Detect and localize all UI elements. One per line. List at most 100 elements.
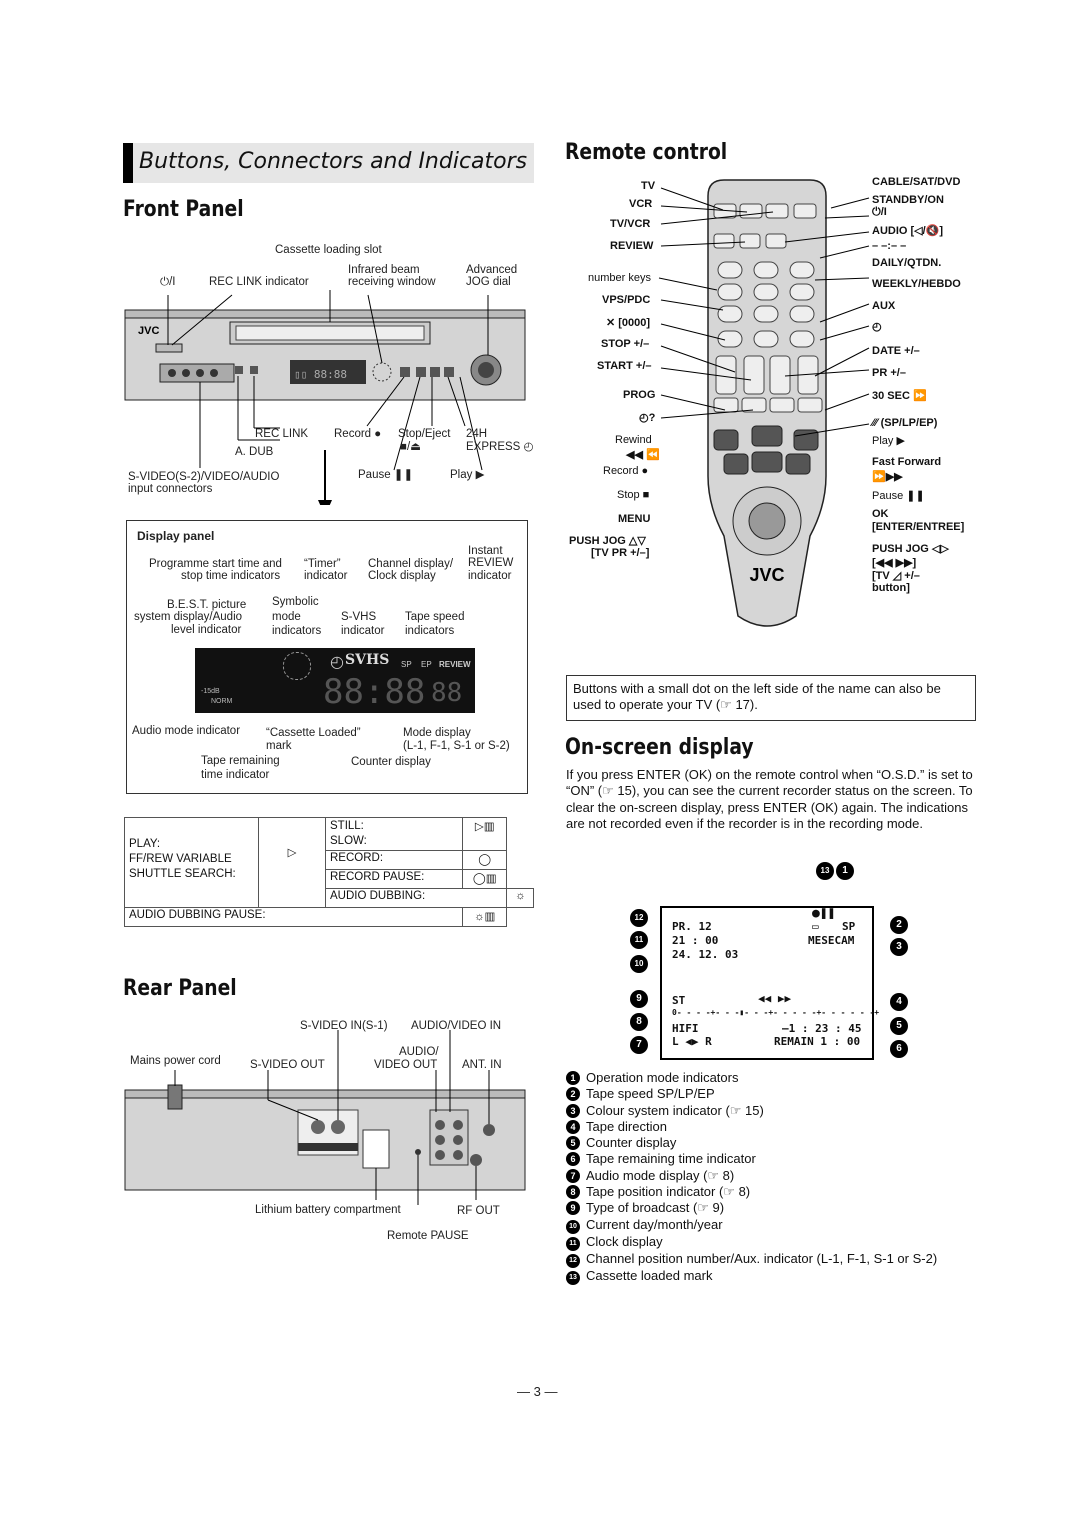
remote-note-box: Buttons with a small dot on the left sid… (566, 675, 976, 721)
mode-play: PLAY: (129, 838, 161, 850)
dp-channel-1: Channel display/ (368, 558, 454, 570)
dp-mode-2: (L-1, F-1, S-1 or S-2) (403, 740, 510, 752)
lcd-sp: SP (401, 660, 412, 669)
lcd-ep: EP (421, 660, 432, 669)
remote-label-dash: – –:– – (872, 240, 907, 252)
remote-label-enter: [ENTER/ENTREE] (872, 521, 965, 533)
callout-10: 10 (630, 955, 648, 973)
dp-cassette-2: mark (266, 740, 292, 752)
remote-label-prog: PROG (623, 389, 656, 401)
lcd-symbolic-icon (283, 652, 311, 680)
osd-clock: 21 : 00 (672, 934, 719, 947)
mode-cell-record-pause-icon: ◯▥ (461, 869, 508, 889)
rear-rf-out: RF OUT (457, 1205, 500, 1217)
onscreen-title: On-screen display (565, 735, 754, 760)
mode-audio-dubbing: AUDIO DUBBING: (330, 890, 426, 902)
dp-tape-2: indicators (405, 625, 455, 637)
osd-st: ST (672, 994, 686, 1007)
remote-label-rewind-icon: ◀◀ ⏪ (626, 449, 660, 461)
remote-label-cable: CABLE/SAT/DVD (872, 176, 961, 188)
dp-remain-2: time indicator (201, 769, 270, 781)
rear-av-in: AUDIO/VIDEO IN (411, 1020, 502, 1032)
remote-label-daily: DAILY/QTDN. (872, 257, 942, 269)
remote-label-menu: MENU (618, 513, 651, 525)
remote-note: Buttons with a small dot on the left sid… (573, 681, 941, 712)
osd-date: 24. 12. 03 (672, 948, 739, 961)
callout-3: 3 (890, 938, 908, 956)
label-svideo: S-VIDEO(S-2)/VIDEO/AUDIO (128, 471, 280, 483)
remote-title: Remote control (565, 140, 728, 165)
remote-label-number-keys: number keys (588, 272, 651, 284)
onscreen-paragraph: If you press ENTER (OK) on the remote co… (566, 767, 973, 832)
callout-7: 7 (630, 1036, 648, 1054)
dp-cassette-1: “Cassette Loaded” (266, 727, 361, 739)
mode-record: RECORD: (330, 852, 384, 864)
remote-label-push-jog: PUSH JOG △▽ (569, 535, 646, 547)
display-panel-title: Display panel (137, 529, 215, 543)
rear-av-out-2: VIDEO OUT (374, 1059, 438, 1071)
remote-label-pause: Pause ❚❚ (872, 490, 925, 502)
dp-timer-2: indicator (304, 570, 348, 582)
remote-label-ff-icon: ⏩▶▶ (872, 471, 903, 483)
dp-svhs-2: indicator (341, 625, 385, 637)
remote-label-play: Play ▶ (872, 435, 905, 447)
callout-2: 2 (890, 916, 908, 934)
lcd-review: REVIEW (439, 660, 471, 669)
remote-label-start: START +/– (597, 360, 652, 372)
label-infrared: Infrared beam (348, 264, 420, 276)
label-advanced: Advanced (466, 264, 518, 276)
mode-cell-audio-dub-pause-icon: ☼▥ (461, 907, 508, 927)
remote-label-0000: ✕ [0000] (606, 317, 651, 329)
osd-pause-icon: ●❚❚ (812, 906, 836, 921)
remote-label-date: DATE +/– (872, 345, 920, 357)
dp-timer-1: “Timer” (304, 558, 341, 570)
remote-label-button: button] (872, 582, 910, 594)
remote-label-record: Record ● (603, 465, 649, 477)
callout-4: 4 (890, 993, 908, 1011)
osd-mesecam: MESECAM (808, 934, 855, 947)
label-cassette-slot: Cassette loading slot (275, 244, 382, 256)
remote-leader-lines (658, 187, 870, 437)
label-input-connectors: input connectors (128, 483, 213, 495)
remote-label-vpspdc: VPS/PDC (602, 294, 651, 306)
dp-best-3: level indicator (171, 624, 242, 636)
label-pause: Pause ❚❚ (358, 469, 414, 481)
callout-6: 6 (890, 1040, 908, 1058)
svg-text:▯▯ 88:88: ▯▯ 88:88 (294, 368, 347, 381)
label-24h: 24H (466, 428, 488, 440)
display-panel-lcd: -15dB NORM ◴ SVHS SP EP REVIEW 88:88 88 (195, 648, 475, 713)
mode-table: PLAY: FF/REW VARIABLE SHUTTLE SEARCH: ▷ … (124, 817, 534, 927)
mode-cell-audio-dub: AUDIO DUBBING: (324, 888, 508, 908)
osd-tape-position-bar: 0- - - -+- - -▮- - -+- - - - -+- - - - -… (672, 1008, 880, 1017)
label-stop-eject-2: ■/⏏ (400, 441, 422, 453)
mode-cell-still: STILL: SLOW: (325, 817, 463, 851)
label-standby: ⏻/I (160, 276, 176, 288)
dp-symb-3: indicators (272, 625, 322, 637)
rear-av-out-1: AUDIO/ (399, 1046, 439, 1058)
osd-counter: –1 : 23 : 45 (782, 1022, 862, 1035)
remote-label-clock: ◴ (872, 321, 882, 333)
lcd-norm: NORM (211, 698, 233, 705)
remote-label-30sec: 30 SEC ⏩ (872, 390, 927, 402)
rear-svideo-in: S-VIDEO IN(S-1) (300, 1020, 388, 1032)
osd-lr: L ◀▶ R (672, 1035, 712, 1048)
dp-instant-2: REVIEW (468, 557, 514, 569)
dp-audio-mode: Audio mode indicator (132, 725, 241, 737)
rear-mains: Mains power cord (130, 1055, 221, 1067)
callout-11: 11 (630, 931, 648, 949)
dp-svhs-1: S-VHS (341, 611, 377, 623)
mode-cell-audio-dub-icon: ☼ (506, 888, 534, 908)
lcd-digits-small: 88 (431, 678, 463, 708)
mode-ffrew: FF/REW VARIABLE (129, 853, 232, 865)
